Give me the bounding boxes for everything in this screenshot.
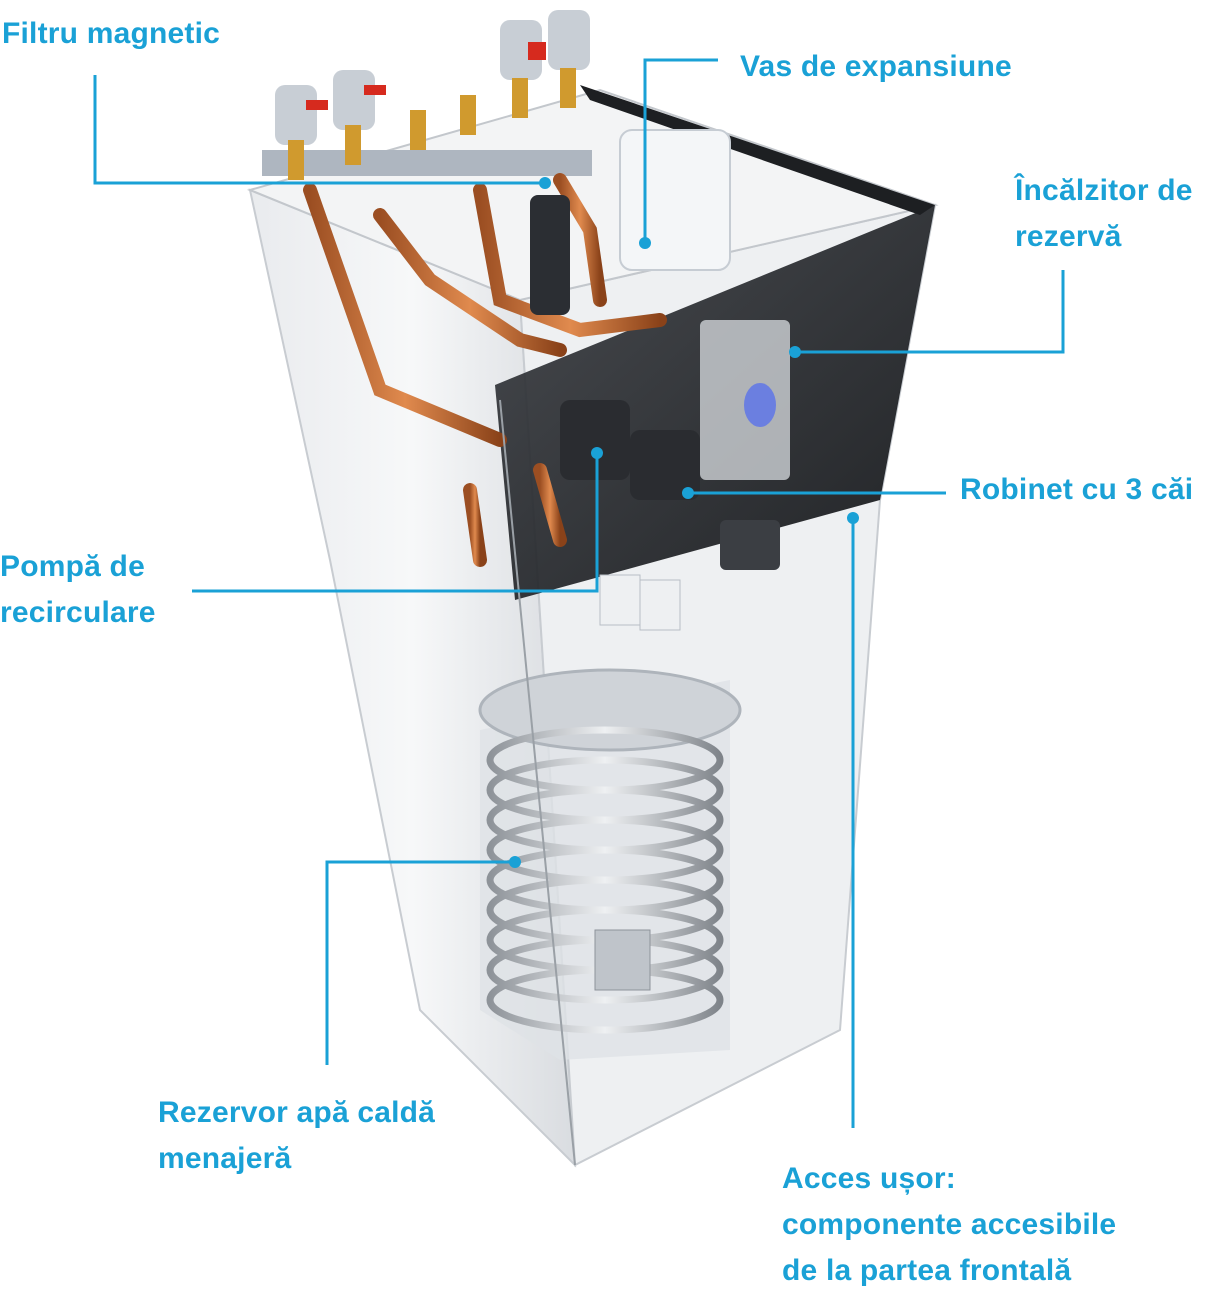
front-edge (499, 399, 576, 1166)
label-recirculation-pump-line1: Pompă de (0, 550, 145, 583)
leader-recirculation-pump (192, 453, 599, 593)
label-backup-heater-line2: rezervă (1015, 220, 1122, 253)
leader-magnetic-filter (93, 75, 545, 185)
hot-water-tank (478, 668, 742, 1060)
label-hot-water-tank-line2: menajeră (158, 1142, 292, 1175)
label-magnetic-filter: Filtru magnetic (2, 11, 220, 57)
label-hot-water-tank: Rezervor apă caldă menajeră (158, 1090, 435, 1182)
callout-dots (509, 177, 859, 868)
label-backup-heater-line1: Încălzitor de (1015, 174, 1193, 207)
label-expansion-vessel: Vas de expansiune (740, 44, 1012, 90)
label-recirculation-pump: Pompă de recirculare (0, 544, 156, 636)
leader-backup-heater (795, 270, 1065, 354)
label-recirculation-pump-line2: recirculare (0, 596, 156, 629)
label-easy-access-line3: de la partea frontală (782, 1254, 1072, 1287)
callout-lines (93, 58, 1065, 1128)
label-easy-access-line1: Acces ușor: (782, 1162, 956, 1195)
label-magnetic-filter-line1: Filtru magnetic (2, 17, 221, 50)
label-expansion-vessel-line1: Vas de expansiune (740, 50, 1012, 83)
hydraulic-components (530, 129, 790, 631)
label-backup-heater: Încălzitor de rezervă (1015, 168, 1193, 260)
leader-expansion-vessel (643, 58, 718, 243)
label-easy-access: Acces ușor: componente accesibile de la … (782, 1156, 1116, 1294)
label-easy-access-line2: componente accesibile (782, 1208, 1117, 1241)
label-three-way-valve-line1: Robinet cu 3 căi (960, 473, 1194, 506)
leader-hot-water-tank (325, 860, 515, 1065)
pipe-connections (262, 10, 592, 180)
label-three-way-valve: Robinet cu 3 căi (960, 467, 1193, 513)
label-hot-water-tank-line1: Rezervor apă caldă (158, 1096, 436, 1129)
